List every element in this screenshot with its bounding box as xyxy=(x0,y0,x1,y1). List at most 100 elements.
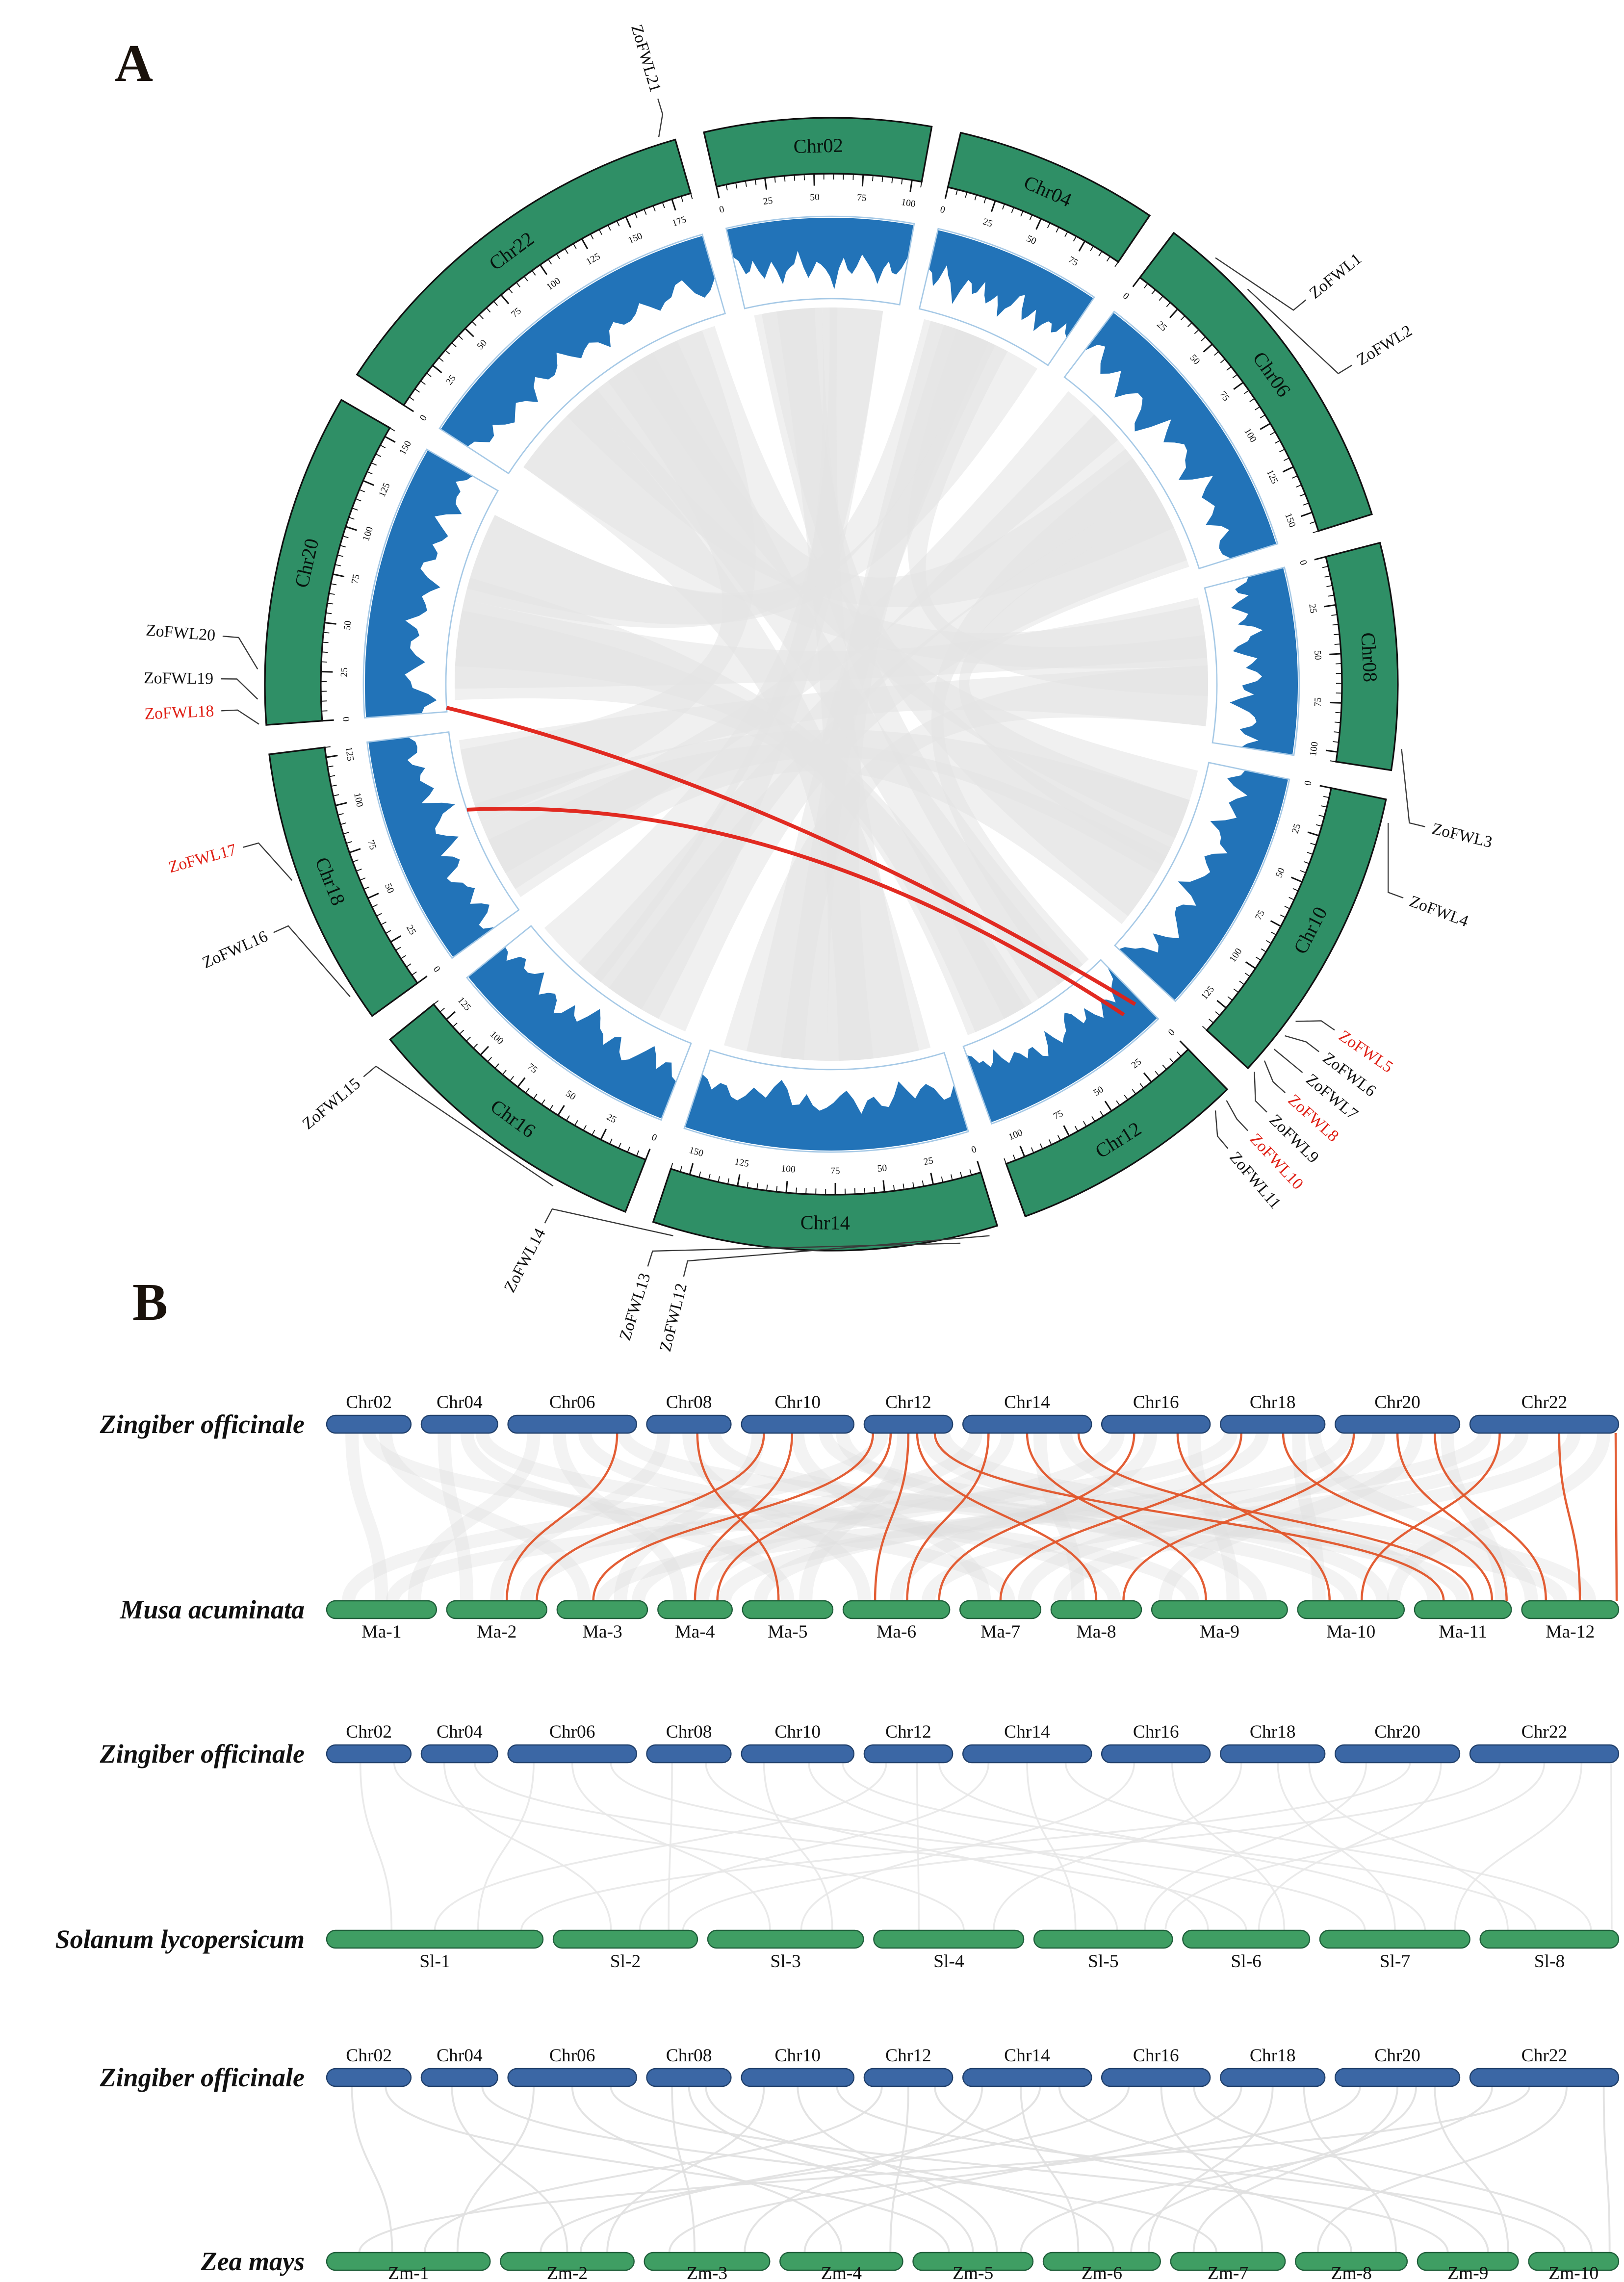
minor-tick xyxy=(502,1070,507,1075)
gene-density-track-Chr20 xyxy=(364,450,473,718)
synteny-curve xyxy=(386,1432,1237,1602)
minor-tick xyxy=(960,1172,962,1178)
chromosome-bar-Chr10 xyxy=(741,2068,855,2087)
synteny-curve xyxy=(606,2086,765,2253)
bar-label-Chr22: Chr22 xyxy=(1521,1392,1568,1412)
minor-tick xyxy=(573,243,577,249)
chromosome-bar-Chr10 xyxy=(741,1414,855,1434)
gene-density-track-Chr18 xyxy=(368,737,495,957)
minor-tick xyxy=(1227,996,1233,1001)
tick-label: 125 xyxy=(585,251,602,267)
minor-tick xyxy=(355,498,361,502)
bar-label-Chr10: Chr10 xyxy=(774,1722,821,1742)
gene-label-ZoFWL1: ZoFWL1 xyxy=(1306,250,1365,302)
minor-tick xyxy=(1261,948,1266,952)
synteny-curve xyxy=(379,1433,591,1601)
chromosome-bar-Ma-3 xyxy=(556,1600,648,1619)
gene-label-ZoFWL3: ZoFWL3 xyxy=(1430,820,1494,851)
major-tick xyxy=(500,294,510,305)
gene-leader-line xyxy=(1226,1100,1248,1131)
chromosome-bar-Chr06 xyxy=(507,1414,637,1434)
gene-leader-line xyxy=(242,842,293,881)
gene-density-track-Chr06 xyxy=(1084,312,1277,559)
chromosome-bar-Zm-7 xyxy=(1170,2252,1286,2271)
chromosome-bar-Ma-1 xyxy=(326,1600,437,1619)
chromosome-bar-Chr04 xyxy=(420,2068,498,2087)
bar-label-Chr04: Chr04 xyxy=(437,1722,483,1742)
chromosome-bar-Chr04 xyxy=(420,1414,498,1434)
tick-label: 25 xyxy=(1290,822,1303,835)
major-tick xyxy=(689,1163,694,1175)
bar-label-Chr14: Chr14 xyxy=(1004,2046,1050,2066)
minor-tick xyxy=(1226,366,1232,371)
minor-tick xyxy=(598,229,602,235)
chromosome-bar-Zm-6 xyxy=(1042,2252,1161,2271)
gene-label-ZoFWL15: ZoFWL15 xyxy=(299,1075,363,1133)
synteny-curve xyxy=(993,1762,1242,1931)
synteny-curve xyxy=(916,1762,920,1930)
minor-tick xyxy=(1270,431,1276,436)
ortholog-link xyxy=(1434,1433,1547,1601)
minor-tick xyxy=(389,427,395,432)
chromosome-bar-Chr08 xyxy=(646,2068,732,2087)
bar-label-Chr12: Chr12 xyxy=(885,1722,931,1742)
bar-label-Chr06: Chr06 xyxy=(549,2046,595,2066)
major-tick xyxy=(480,1046,490,1056)
minor-tick xyxy=(784,176,786,182)
synteny-curve xyxy=(481,2086,1218,2253)
tick-label: 100 xyxy=(1007,1128,1024,1142)
minor-tick xyxy=(438,357,444,362)
major-tick xyxy=(764,178,768,190)
minor-tick xyxy=(1139,1083,1144,1089)
synteny-curve xyxy=(933,2086,1353,2253)
bar-label-Sl-3: Sl-3 xyxy=(770,1951,800,1972)
gene-leader-line xyxy=(1254,1072,1267,1113)
tick-label: 150 xyxy=(1283,512,1297,529)
chromosome-bar-Zm-9 xyxy=(1417,2252,1519,2271)
minor-tick xyxy=(346,841,352,844)
chromosome-bar-Chr12 xyxy=(863,1744,954,1764)
minor-tick xyxy=(920,181,923,188)
synteny-ribbon xyxy=(464,319,983,628)
tick-label: 75 xyxy=(1052,1108,1065,1122)
synteny-curve xyxy=(919,1432,1390,1602)
chromosome-arc-Chr12 xyxy=(1005,1048,1229,1218)
bar-label-Zm-4: Zm-4 xyxy=(821,2263,862,2282)
synteny-curve xyxy=(696,1432,1015,1602)
synteny-curve xyxy=(808,1762,1209,1931)
chromosome-bar-Zm-2 xyxy=(500,2252,635,2271)
major-tick xyxy=(385,436,396,443)
gene-leader-line xyxy=(1214,1110,1229,1149)
tick-label: 100 xyxy=(545,276,563,292)
bar-label-Chr10: Chr10 xyxy=(774,2046,821,2066)
chromosome-bar-Sl-6 xyxy=(1182,1929,1311,1949)
major-tick xyxy=(944,187,949,199)
minor-tick xyxy=(331,784,337,787)
synteny-curve xyxy=(1602,2086,1611,2253)
panel-a-letter: A xyxy=(115,34,153,93)
chromosome-bar-Sl-7 xyxy=(1319,1929,1470,1949)
bar-label-Chr20: Chr20 xyxy=(1374,2046,1420,2066)
bar-label-Sl-2: Sl-2 xyxy=(610,1951,641,1972)
synteny-curve xyxy=(579,2086,1041,2253)
tick-label: 50 xyxy=(1092,1084,1106,1098)
minor-tick xyxy=(1291,475,1298,479)
tick-label: 25 xyxy=(339,667,350,677)
minor-tick xyxy=(471,321,477,326)
major-tick xyxy=(1169,308,1179,318)
major-tick xyxy=(1143,1072,1152,1083)
minor-tick xyxy=(1292,888,1299,892)
synteny-curve xyxy=(520,1762,1411,1931)
minor-tick xyxy=(1332,624,1339,626)
minor-tick xyxy=(400,955,406,959)
major-tick xyxy=(464,328,474,337)
major-tick xyxy=(1314,556,1326,561)
synteny-curve xyxy=(1434,2086,1509,2253)
minor-tick xyxy=(375,453,382,457)
minor-tick xyxy=(1322,565,1328,568)
bar-label-Ma-8: Ma-8 xyxy=(1076,1622,1116,1642)
minor-tick xyxy=(1098,251,1103,256)
bar-label-Sl-8: Sl-8 xyxy=(1534,1951,1565,1972)
